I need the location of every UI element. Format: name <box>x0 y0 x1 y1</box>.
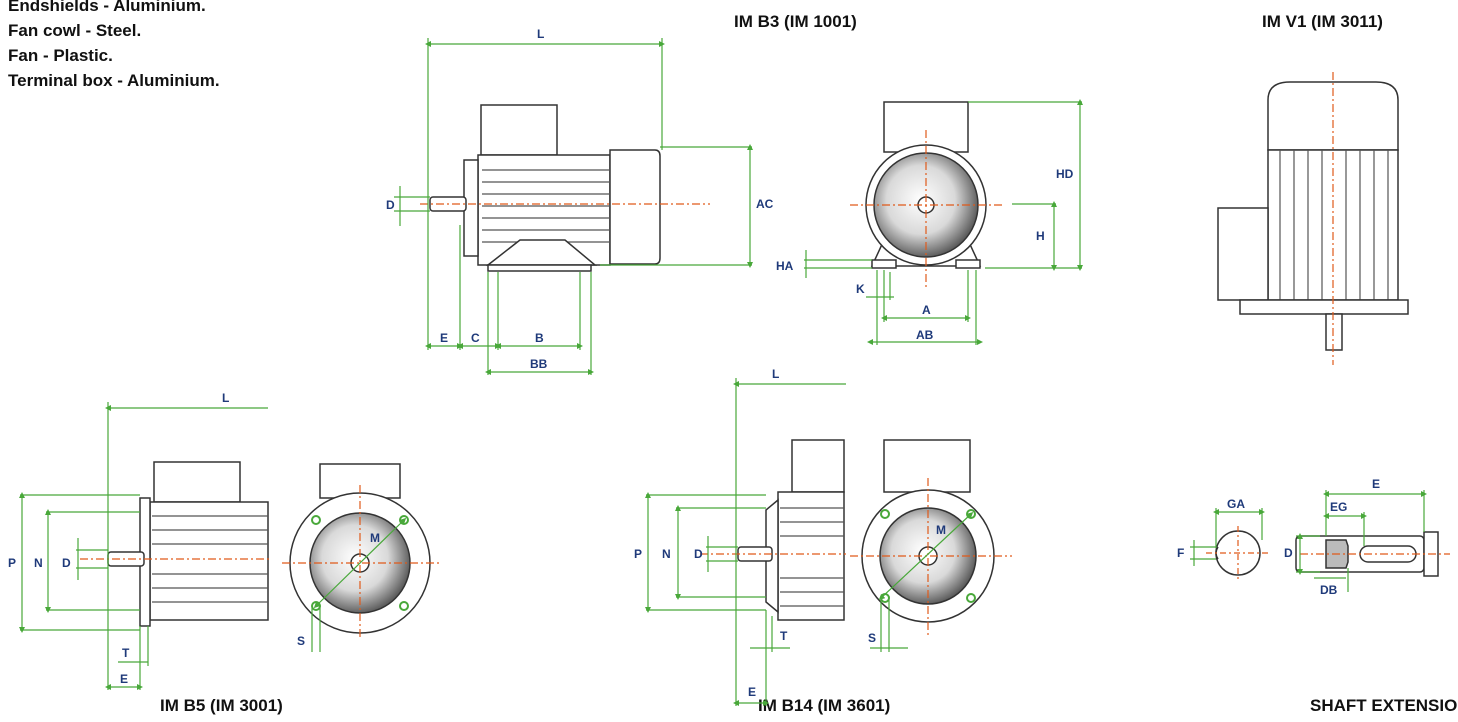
b14-dim-E: E <box>748 685 756 699</box>
b14-front-terminal-box <box>883 439 971 493</box>
b5-cooling-fins <box>152 515 268 603</box>
b3-dim-HA: HA <box>776 259 794 273</box>
b14-dim-D: D <box>694 547 703 561</box>
b14-dim-M: M <box>936 523 946 537</box>
title-shaft-extension: SHAFT EXTENSION <box>1310 696 1458 715</box>
b3-front-foot-right <box>955 259 981 269</box>
b14-dim-N: N <box>662 547 671 561</box>
b14-side-dimensions <box>645 378 846 706</box>
title-im-v1: IM V1 (IM 3011) <box>1262 12 1383 31</box>
shaft-end-centerlines <box>1206 526 1270 580</box>
shaft-end-dimensions <box>1190 508 1265 566</box>
b5-front-centerlines <box>282 485 440 640</box>
material-spec-list: Endshields - Aluminium. Fan cowl - Steel… <box>8 0 220 93</box>
b3-cooling-fins <box>482 169 610 243</box>
shaft-dim-DB: DB <box>1320 583 1338 597</box>
b3-front-terminal-box <box>883 101 969 153</box>
title-im-b14: IM B14 (IM 3601) <box>758 696 891 715</box>
b14-dim-T: T <box>780 629 788 643</box>
b14-terminal-box <box>791 439 845 493</box>
b3-dim-A: A <box>922 303 931 317</box>
v1-view <box>1217 81 1409 351</box>
b3-dim-K: K <box>856 282 865 296</box>
b14-cooling-fins <box>780 507 844 607</box>
b3-dim-AC: AC <box>756 197 774 211</box>
b3-front-centerlines <box>850 130 1005 290</box>
b14-dim-L: L <box>772 367 779 381</box>
b3-front-foot-left <box>871 259 897 269</box>
b3-fan-cowl <box>609 149 661 265</box>
v1-cooling-fins <box>1279 150 1389 300</box>
shaft-dim-F: F <box>1177 546 1184 560</box>
shaft-dim-E: E <box>1372 477 1380 491</box>
spec-terminal-box: Terminal box - Aluminium. <box>8 71 220 90</box>
b14-stator-housing <box>777 491 845 621</box>
b5-dim-T: T <box>122 646 130 660</box>
b5-dim-E: E <box>120 672 128 686</box>
b3-dim-L: L <box>537 27 544 41</box>
b3-side-dimensions <box>394 38 753 375</box>
shaft-side-dimensions <box>1296 490 1427 592</box>
b14-dim-P: P <box>634 547 642 561</box>
spec-endshields: Endshields - Aluminium. <box>8 0 206 15</box>
b3-dim-D: D <box>386 198 395 212</box>
spec-fan: Fan - Plastic. <box>8 46 113 65</box>
v1-flange <box>1239 299 1409 315</box>
b3-dim-B: B <box>535 331 544 345</box>
b3-dim-BB: BB <box>530 357 548 371</box>
b3-dim-E: E <box>440 331 448 345</box>
b3-foot-base <box>487 264 592 272</box>
b5-side-view <box>107 461 269 627</box>
b14-front-dimensions <box>870 511 974 652</box>
title-im-b5: IM B5 (IM 3001) <box>160 696 283 715</box>
shaft-dim-D: D <box>1284 546 1293 560</box>
b5-dim-P: P <box>8 556 16 570</box>
b3-terminal-box <box>480 104 558 156</box>
shaft-dim-EG: EG <box>1330 500 1347 514</box>
v1-shaft <box>1325 313 1343 351</box>
b5-dim-S: S <box>297 634 305 648</box>
b3-dim-C: C <box>471 331 480 345</box>
b5-dim-N: N <box>34 556 43 570</box>
b3-dim-AB: AB <box>916 328 934 342</box>
b3-dim-HD: HD <box>1056 167 1074 181</box>
b5-side-dimensions <box>19 402 268 690</box>
b5-dim-L: L <box>222 391 229 405</box>
b5-dim-D: D <box>62 556 71 570</box>
shaft-dim-GA: GA <box>1227 497 1245 511</box>
b5-terminal-box <box>153 461 241 503</box>
b3-side-view <box>429 104 661 272</box>
b3-front-dimensions <box>804 99 1083 345</box>
v1-terminal-box <box>1217 207 1269 301</box>
b5-front-dimensions <box>311 517 407 652</box>
spec-fan-cowl: Fan cowl - Steel. <box>8 21 142 40</box>
b14-dim-S: S <box>868 631 876 645</box>
b3-dim-H: H <box>1036 229 1045 243</box>
b5-dim-M: M <box>370 531 380 545</box>
b14-side-view <box>737 439 845 621</box>
title-im-b3: IM B3 (IM 1001) <box>734 12 857 31</box>
